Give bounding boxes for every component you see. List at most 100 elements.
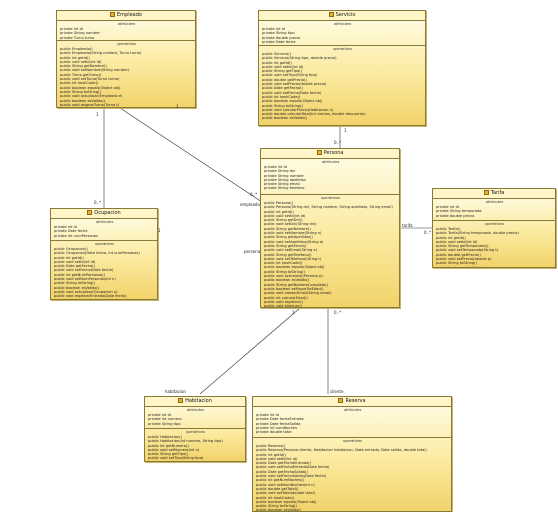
operations-section: operations public Ocupacion()public Ocup…: [51, 241, 157, 299]
class-icon: [178, 398, 184, 403]
attribute-line: private int id: [264, 165, 287, 169]
operation-line: public boolean esValida(): [256, 508, 302, 512]
operation-line: public int getNumNoches(): [256, 478, 305, 483]
attribute-line: private int id: [256, 413, 279, 417]
operation-line: public void setNumPersonas(int n): [54, 277, 116, 282]
operation-line: public Turno getTurno(): [60, 72, 102, 77]
operation-line: public int getNumPersonas(): [54, 272, 106, 277]
operation-line: public boolean estaLibre(): [148, 461, 243, 462]
attribute-line: private double precio: [262, 35, 301, 40]
operation-line: public void setId(int id): [256, 456, 298, 461]
section-header: attributes: [485, 200, 504, 204]
operation-line: public void actualizar(Persona p): [264, 274, 323, 279]
operation-line: public void validarEmail(String email): [264, 291, 332, 296]
operation-line: public int getId(): [264, 209, 294, 214]
operation-line: public void setId(int id): [54, 259, 96, 264]
attribute-line: private String telefono: [264, 186, 305, 191]
operation-line: public Reserva(Persona cliente, Habitaci…: [256, 448, 427, 453]
attribute-line: private int id: [148, 413, 171, 417]
operation-line: public boolean equals(Object obj): [264, 265, 325, 270]
operation-line: public void setNumero(int n): [148, 447, 200, 452]
operation-line: public double getPrecio(): [262, 77, 307, 82]
section-header: attributes: [343, 408, 362, 412]
attribute-line: private String temporada: [436, 209, 482, 214]
operation-line: public Ocupacion(Date fecha, int numPers…: [54, 251, 140, 256]
operation-line: public Date getFecha(): [262, 86, 303, 91]
operation-line: public void calcularPrecio(Habitacion h): [262, 107, 334, 112]
operation-line: public void setFecha(Date fecha): [54, 268, 114, 273]
operation-line: public Tarifa(): [436, 227, 461, 231]
edge-label-habitacion: habitacion: [165, 389, 186, 394]
operation-line: public void setTotal(double total): [256, 491, 315, 496]
operation-line: public boolean equals(Object obj): [262, 99, 323, 104]
operation-line: public String toString(): [256, 504, 297, 509]
operation-line: public String toString(): [262, 103, 303, 108]
attribute-line: private Date fechaSalida: [256, 421, 301, 426]
operation-line: public boolean esValido(): [54, 285, 100, 290]
edge-empleado-persona: [119, 107, 263, 203]
class-icon: [110, 12, 116, 17]
attribute-line: private int id: [262, 27, 285, 31]
operations-section: operations public Servicio()public Servi…: [259, 46, 425, 122]
operation-line: public void setTelefono(String t): [264, 256, 322, 261]
operation-line: public int hashCode(): [60, 81, 99, 86]
operation-line: public String getNombre(): [264, 226, 311, 231]
attribute-line: private Turno turno: [60, 35, 95, 40]
class-title: Ocupacion: [94, 210, 121, 216]
attribute-line: private double precio: [436, 213, 475, 218]
operation-line: public Habitacion(int numero, String tip…: [148, 439, 223, 444]
class-title: Persona: [323, 150, 344, 156]
attributes-section: attributes private int id private String …: [261, 159, 399, 195]
operation-line: public void setId(int id): [436, 239, 478, 244]
operation-line: public String toString(): [60, 89, 101, 94]
operation-line: public int calcularEdad(): [264, 295, 308, 300]
operations-section: operations public Tarifa()public Tarifa(…: [433, 221, 555, 267]
operation-line: public void setEmail(String e): [264, 248, 318, 253]
class-title: Reserva: [345, 398, 366, 404]
attribute-line: private String tipo: [262, 31, 295, 36]
section-header: attributes: [321, 160, 340, 164]
operation-line: public int hashCode(): [264, 261, 303, 266]
operation-line: public void setFechaSalida(Date fecha): [256, 474, 327, 479]
operations-section: operations public Habitacion()public Hab…: [145, 429, 245, 462]
attribute-line: private int numero: [148, 417, 182, 422]
operation-line: public Persona(String dni, String nombre…: [264, 205, 393, 210]
operation-line: public Date getFechaEntrada(): [256, 461, 312, 466]
edge-label-tarifa: tarifa: [402, 223, 413, 228]
operation-line: public void asignarTurno(Turno t): [60, 102, 120, 107]
attribute-line: private int numPersonas: [54, 233, 98, 238]
operation-line: public void setPrecio(double precio): [262, 82, 327, 87]
multiplicity-label: 1: [344, 128, 347, 133]
section-header: operations: [116, 42, 137, 46]
operation-line: public Date getFecha(): [54, 264, 95, 269]
attribute-line: private int id: [436, 205, 459, 209]
operation-line: public Tarifa(String temporada, double p…: [436, 231, 519, 236]
attribute-line: private Date fechaEntrada: [256, 417, 304, 422]
section-header: operations: [185, 430, 206, 434]
section-header: attributes: [117, 22, 136, 26]
operations-section: operations public Empleado()public Emple…: [57, 41, 195, 107]
section-header: attributes: [333, 22, 352, 26]
attribute-line: private double total: [256, 430, 292, 435]
edge-label-empleado: empleado: [240, 202, 260, 207]
operation-line: public void actualizar(Ocupacion o): [54, 289, 118, 294]
operation-line: public void setNumNoches(int n): [256, 482, 315, 487]
class-persona[interactable]: Persona attributes private int id private…: [260, 148, 400, 308]
operation-line: public String getDni(): [264, 218, 303, 223]
operation-line: public double getPrecio(): [436, 252, 481, 257]
operation-line: public int hashCode(): [262, 94, 301, 99]
operation-line: public void setFechaEntrada(Date fecha): [256, 465, 330, 470]
attribute-line: private String email: [264, 182, 300, 187]
multiplicity-label: 0..*: [334, 310, 342, 315]
operation-line: public double getTotal(): [256, 486, 299, 491]
